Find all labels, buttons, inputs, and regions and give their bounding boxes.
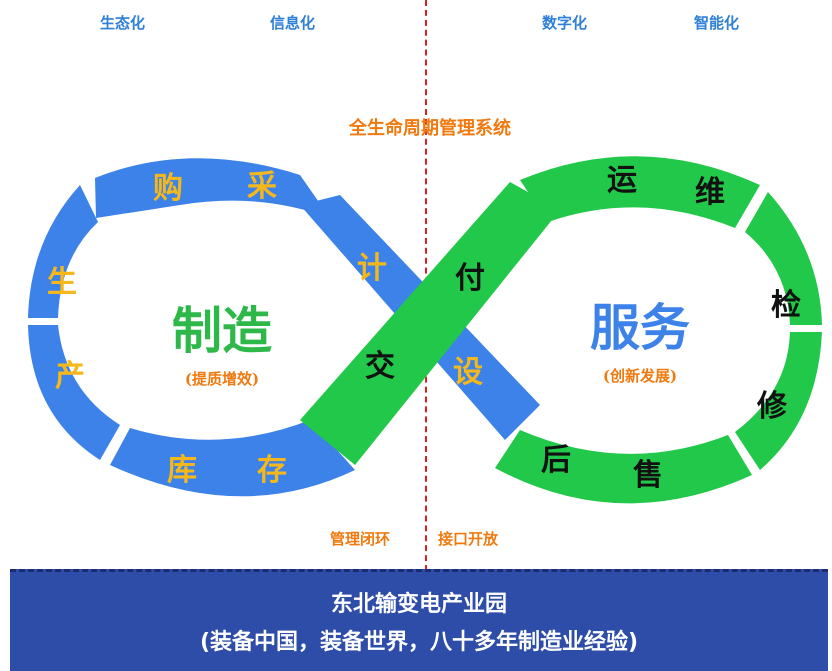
caption-open-interface: 接口开放 (438, 530, 499, 548)
right-segment-right-lower (735, 332, 822, 470)
right-loop-subtitle: (创新发展) (603, 367, 677, 385)
left-segment-left-lower (28, 325, 120, 460)
left-loop-segment-char-3: 设 (453, 355, 483, 390)
caption-management-loop: 管理闭环 (330, 530, 391, 548)
right-loop-segment-char-2: 检 (771, 288, 801, 323)
top-label-info: 信息化 (270, 14, 316, 32)
right-loop-segment-char-7: 交 (365, 349, 395, 384)
left-segment-bottom (110, 420, 355, 497)
right-loop-segment-char-4: 后 (541, 443, 571, 478)
left-segment-left-upper (28, 185, 98, 318)
right-loop-segment-char-5: 售 (633, 458, 663, 493)
right-loop-segment-char-3: 修 (756, 389, 788, 424)
right-segment-diagonal (300, 182, 560, 465)
left-loop-subtitle: (提质增效) (185, 370, 259, 388)
left-loop-title: 制造 (172, 301, 272, 360)
left-loop-segment-char-0: 购 (153, 171, 183, 206)
left-loop-segment-char-6: 库 (167, 453, 197, 488)
left-segment-top (95, 158, 330, 218)
left-loop (28, 158, 540, 497)
left-loop-segment-char-1: 采 (247, 169, 277, 204)
right-segment-right-upper (745, 192, 822, 325)
left-loop-segment-char-7: 存 (257, 453, 287, 488)
right-segment-top (520, 156, 760, 228)
right-loop-segment-char-1: 维 (695, 175, 725, 210)
system-title: 全生命周期管理系统 (349, 118, 511, 139)
top-label-smart: 智能化 (694, 14, 740, 32)
left-loop-segment-char-5: 产 (55, 359, 85, 394)
banner: 东北输变电产业园 (装备中国，装备世界，八十多年制造业经验) (10, 569, 828, 671)
right-loop (300, 156, 822, 504)
banner-title: 东北输变电产业园 (330, 592, 507, 617)
top-label-eco: 生态化 (100, 14, 146, 32)
top-label-digital: 数字化 (542, 14, 588, 32)
right-loop-segment-char-6: 付 (455, 261, 485, 296)
right-segment-bottom (495, 430, 752, 504)
banner-subtitle: (装备中国，装备世界，八十多年制造业经验) (199, 630, 639, 655)
left-loop-segment-char-4: 生 (47, 265, 77, 300)
right-loop-segment-char-0: 运 (607, 163, 637, 198)
right-loop-title: 服务 (590, 298, 690, 357)
left-loop-segment-char-2: 计 (357, 251, 387, 286)
